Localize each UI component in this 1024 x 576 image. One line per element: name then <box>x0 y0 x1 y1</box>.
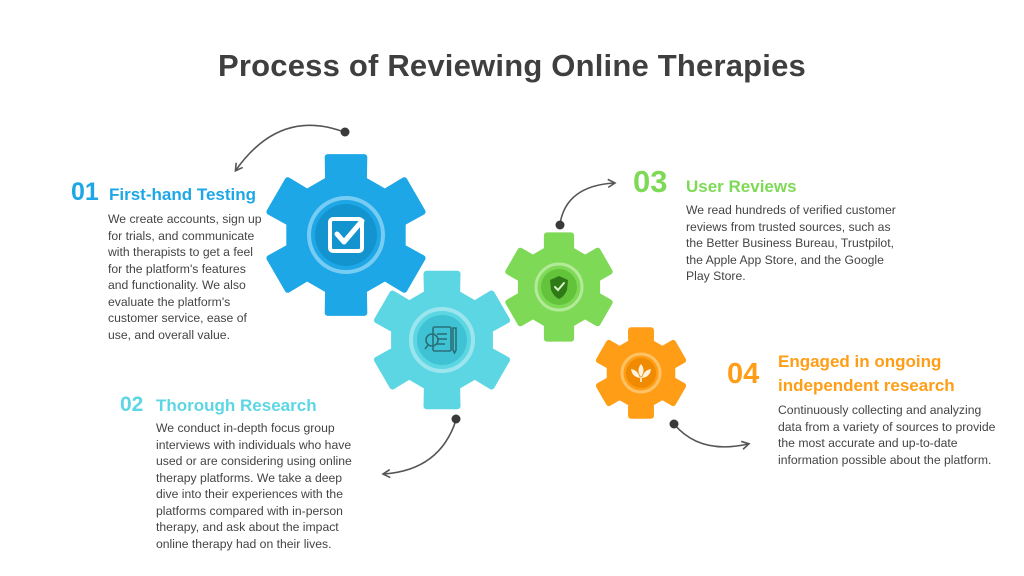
connector-arrows <box>234 124 751 479</box>
step-number: 02 <box>120 393 144 416</box>
page-title: Process of Reviewing Online Therapies <box>218 48 806 83</box>
step-title: Engaged in ongoing independent research <box>778 352 955 395</box>
step-thorough-research: 02 Thorough Research We conduct in-depth… <box>120 394 366 552</box>
research-document-icon <box>424 326 457 355</box>
step-title: Thorough Research <box>156 396 317 415</box>
step-number: 04 <box>727 357 760 390</box>
step-description: We conduct in-depth focus group intervie… <box>156 421 352 551</box>
gear-cyan <box>373 270 511 410</box>
connector-dots <box>340 127 679 429</box>
step-title: First-hand Testing <box>109 185 257 204</box>
shield-check-icon <box>550 276 568 299</box>
step-user-reviews: 03 User Reviews We read hundreds of veri… <box>633 166 906 285</box>
arrow-to-step-4 <box>673 423 751 450</box>
step-first-hand-testing: 01 First-hand Testing We create accounts… <box>71 180 268 343</box>
step-ongoing-research: 04 Engaged in ongoing independent resear… <box>727 350 998 468</box>
arrow-to-step-2 <box>381 419 457 479</box>
arrow-to-step-3 <box>559 178 617 225</box>
checkbox-icon <box>328 217 365 253</box>
gear-blue <box>266 154 426 316</box>
step-description: We create accounts, sign up for trials, … <box>108 212 262 342</box>
gear-orange <box>595 327 687 419</box>
step-description: Continuously collecting and analyzing da… <box>778 403 996 467</box>
step-number: 03 <box>633 164 668 199</box>
gear-green <box>505 232 613 342</box>
step-title: User Reviews <box>686 177 797 196</box>
step-number: 01 <box>71 178 99 206</box>
step-description: We read hundreds of verified customer re… <box>686 203 896 284</box>
leaf-icon <box>631 364 651 382</box>
arrow-to-step-1 <box>234 124 345 173</box>
